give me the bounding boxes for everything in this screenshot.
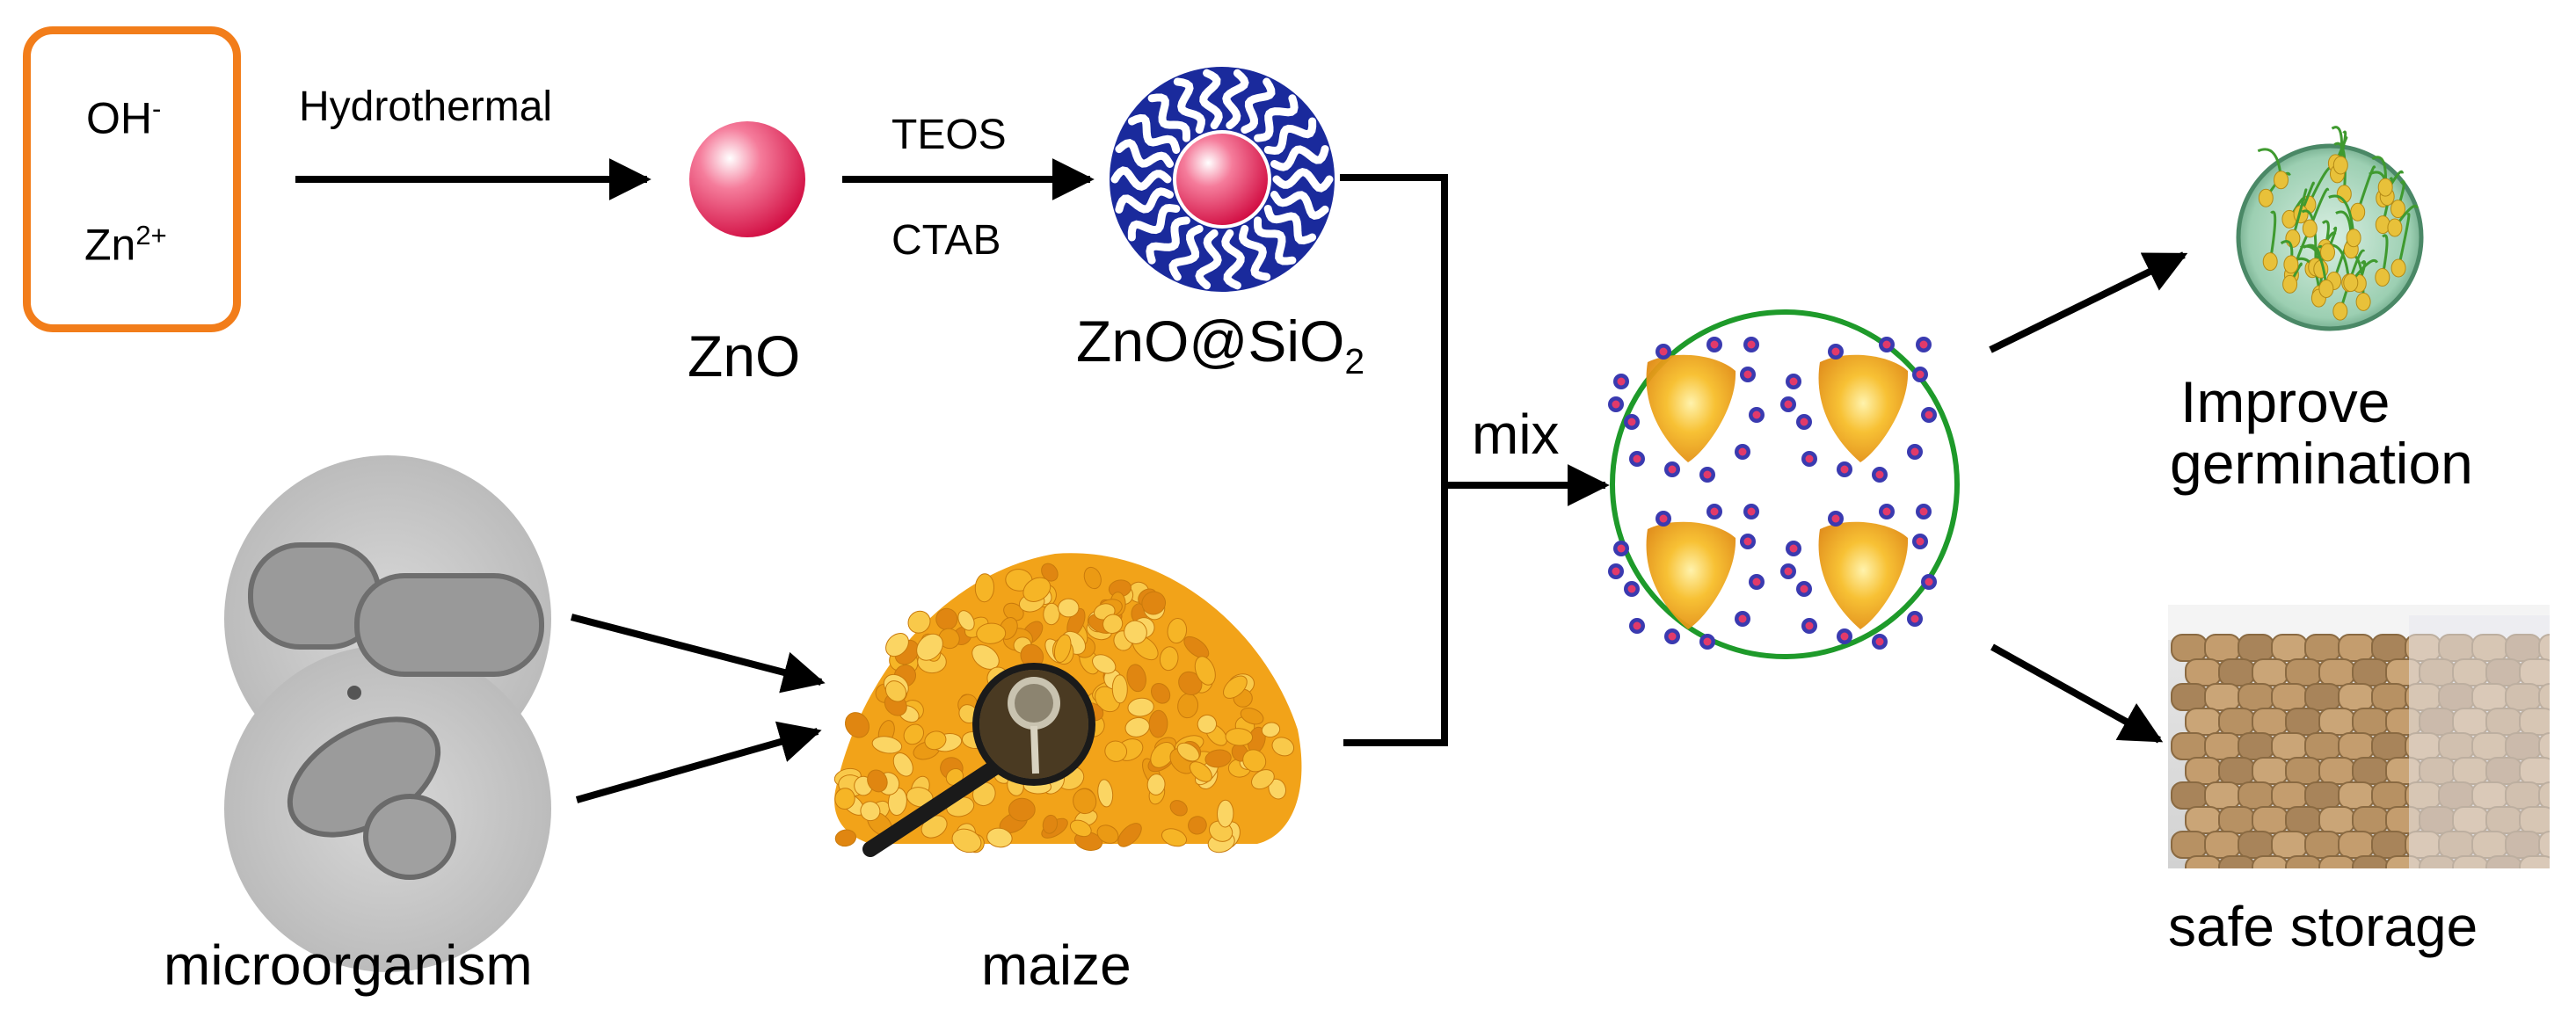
zno-sio2-base: ZnO@SiO	[1076, 309, 1345, 374]
zno-label: ZnO	[688, 323, 801, 389]
germination-arrow	[1989, 251, 2188, 353]
ctab-label: CTAB	[891, 217, 1001, 264]
zn-charge: 2+	[135, 220, 167, 251]
hydrothermal-label: Hydrothermal	[299, 84, 553, 130]
zno-particle	[689, 121, 805, 237]
zno-sio2-particle	[1110, 67, 1335, 292]
storage-arrow	[1990, 643, 2164, 744]
germination-label-line2: germination	[2170, 431, 2473, 496]
oh-label: OH-	[86, 95, 161, 141]
maize-label: maize	[981, 933, 1132, 997]
zno-sio2-label: ZnO@SiO2	[1076, 312, 1364, 380]
teos-label: TEOS	[891, 112, 1007, 158]
precursor-box	[23, 26, 241, 332]
germination-label-line1: Improve	[2180, 369, 2390, 434]
microorganism-label: microorganism	[164, 933, 533, 997]
mix-circle	[1608, 309, 1960, 659]
storage-image	[2168, 605, 2550, 868]
zn-label: Zn2+	[84, 222, 167, 267]
mix-bracket-top	[1340, 174, 1448, 746]
oh-base: OH	[86, 93, 152, 143]
micro-arrow-top	[570, 614, 826, 694]
oh-charge: -	[152, 93, 162, 124]
microorganism-image	[224, 455, 551, 972]
mix-label: mix	[1472, 403, 1560, 466]
germination-image	[2236, 126, 2424, 331]
micro-arrow-bottom	[575, 721, 822, 803]
storage-label: safe storage	[2168, 895, 2478, 958]
zno-sio2-subscript: 2	[1344, 341, 1365, 382]
zn-base: Zn	[84, 220, 136, 270]
maize-image	[833, 553, 1302, 857]
